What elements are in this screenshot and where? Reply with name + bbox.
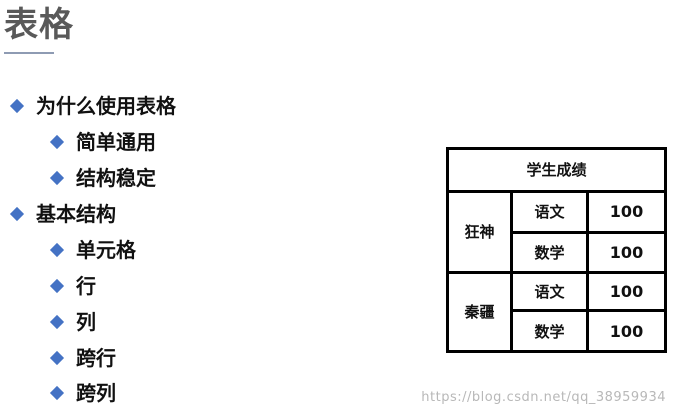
student-name-cell: 狂神	[446, 189, 513, 274]
outline-item-label: 跨行	[76, 346, 116, 370]
table-row: 狂神 语文 100	[446, 189, 668, 274]
outline-item-row: 行	[49, 271, 96, 301]
table-caption-row: 学生成绩	[445, 147, 668, 193]
outline-item-label: 为什么使用表格	[36, 94, 176, 118]
student-name-cell: 秦疆	[446, 270, 513, 354]
outline-item-label: 结构稳定	[76, 166, 156, 190]
outline-item-rowspan: 跨行	[49, 343, 116, 373]
diamond-bullet-icon	[49, 278, 65, 294]
title-underline	[4, 52, 54, 54]
table-row: 数学 100	[448, 309, 668, 353]
outline-item-colspan: 跨列	[49, 378, 116, 408]
student-scores-table: 学生成绩 狂神 语文 100 数学 100 秦疆 语文 100 数学 100	[445, 147, 668, 354]
outline-item-label: 单元格	[76, 238, 136, 262]
table-row: 数学 100	[448, 231, 668, 274]
score-cell: 100	[585, 309, 668, 353]
diamond-bullet-icon	[9, 98, 25, 114]
outline-item-label: 简单通用	[76, 130, 156, 154]
outline-item-label: 列	[76, 310, 96, 334]
diamond-bullet-icon	[9, 206, 25, 222]
outline-item-why-tables: 为什么使用表格	[9, 91, 176, 121]
score-cell: 100	[585, 189, 668, 235]
outline-item-label: 行	[76, 274, 96, 298]
diamond-bullet-icon	[49, 242, 65, 258]
outline-item-basic-structure: 基本结构	[9, 199, 116, 229]
table-row: 秦疆 语文 100	[446, 270, 668, 354]
subject-cell: 数学	[510, 309, 589, 353]
outline-item-column: 列	[49, 307, 96, 337]
diamond-bullet-icon	[49, 170, 65, 186]
diamond-bullet-icon	[49, 134, 65, 150]
score-cell: 100	[585, 231, 668, 274]
score-cell: 100	[585, 270, 668, 313]
subject-cell: 语文	[510, 270, 589, 313]
subject-cell: 数学	[510, 231, 589, 274]
diamond-bullet-icon	[49, 385, 65, 401]
outline-item-label: 跨列	[76, 381, 116, 405]
subject-cell: 语文	[510, 189, 589, 235]
diamond-bullet-icon	[49, 350, 65, 366]
outline-item-simple-general: 简单通用	[49, 127, 156, 157]
table-caption-cell: 学生成绩	[445, 147, 668, 193]
outline-item-stable-structure: 结构稳定	[49, 163, 156, 193]
outline-list: 为什么使用表格 简单通用 结构稳定 基本结构 单元格 行 列 跨行	[9, 91, 176, 408]
diamond-bullet-icon	[49, 314, 65, 330]
outline-item-label: 基本结构	[36, 202, 116, 226]
outline-item-cell: 单元格	[49, 235, 136, 265]
watermark-text: https://blog.csdn.net/qq_38959934	[421, 390, 666, 405]
page-title: 表格	[4, 5, 74, 45]
